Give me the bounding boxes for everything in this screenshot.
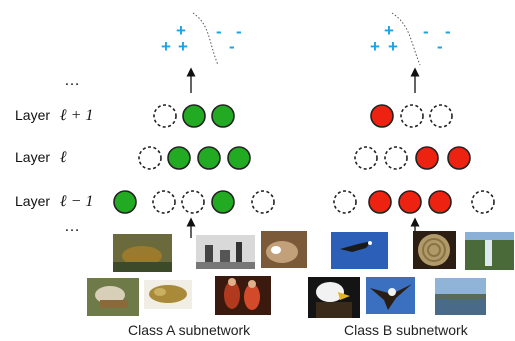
layer-index-middle: ℓ xyxy=(59,149,67,166)
fish-photo xyxy=(113,234,172,272)
active-neuron-class-b xyxy=(398,190,422,214)
inactive-neuron-class-a xyxy=(152,190,176,214)
people-photo xyxy=(215,276,271,315)
caption-class-a: Class A subnetwork xyxy=(128,322,251,338)
sign-plus: + xyxy=(178,37,188,56)
bird-flight-photo xyxy=(331,232,388,269)
sign-plus: + xyxy=(161,37,171,56)
sign-minus: - xyxy=(445,22,451,41)
active-neuron-class-a xyxy=(211,190,235,214)
cat-photo xyxy=(261,231,307,268)
layer-label-middle: Layer ℓ xyxy=(15,149,67,167)
layer-label-upper: Layer ℓ + 1 xyxy=(15,107,93,125)
sign-minus: - xyxy=(216,22,222,41)
active-neuron-class-a xyxy=(211,104,235,128)
basket-photo xyxy=(413,231,456,269)
layer-word: Layer xyxy=(15,149,51,165)
seascape-photo xyxy=(435,278,486,315)
active-neuron-class-a xyxy=(182,104,206,128)
inactive-neuron-class-a xyxy=(153,104,177,128)
layer-index-lower: ℓ − 1 xyxy=(59,193,94,210)
fish2-photo xyxy=(144,280,192,309)
active-neuron-class-a xyxy=(227,146,251,170)
decision-boundary-a xyxy=(192,12,219,66)
waterfall-photo xyxy=(465,232,514,270)
inactive-neuron-class-b xyxy=(384,146,408,170)
inactive-neuron-class-b xyxy=(333,190,357,214)
active-neuron-class-a xyxy=(113,190,137,214)
example-photos xyxy=(87,231,514,318)
active-neuron-class-a xyxy=(197,146,221,170)
inactive-neuron-class-b xyxy=(429,104,453,128)
active-neuron-class-b xyxy=(428,190,452,214)
active-neuron-class-b xyxy=(447,146,471,170)
active-neuron-class-a xyxy=(167,146,191,170)
inactive-neuron-class-a xyxy=(181,190,205,214)
eagle2-photo xyxy=(366,277,415,314)
inactive-neuron-class-b xyxy=(400,104,424,128)
active-neuron-class-b xyxy=(370,104,394,128)
sign-minus: - xyxy=(236,22,242,41)
inactive-neuron-class-a xyxy=(138,146,162,170)
active-neuron-class-b xyxy=(368,190,392,214)
ellipsis-bottom: … xyxy=(64,218,81,235)
sign-minus: - xyxy=(229,37,235,56)
sign-plus: + xyxy=(388,37,398,56)
layer-word: Layer xyxy=(15,107,51,123)
dog-fish-photo xyxy=(87,278,139,316)
factory-photo xyxy=(196,235,255,269)
layer-label-lower: Layer ℓ − 1 xyxy=(15,193,93,211)
layer-index-upper: ℓ + 1 xyxy=(59,107,94,124)
layer-word: Layer xyxy=(15,193,51,209)
caption-class-b: Class B subnetwork xyxy=(344,322,468,338)
class-signs: + + + - - - + + + - - - xyxy=(161,21,451,56)
sign-minus: - xyxy=(437,37,443,56)
ellipsis-top: … xyxy=(64,72,81,89)
sign-minus: - xyxy=(423,22,429,41)
sign-plus: + xyxy=(370,37,380,56)
inactive-neuron-class-b xyxy=(471,190,495,214)
inactive-neuron-class-a xyxy=(251,190,275,214)
active-neuron-class-b xyxy=(415,146,439,170)
sign-plus: + xyxy=(176,21,186,40)
sign-plus: + xyxy=(384,21,394,40)
decision-boundary-b xyxy=(391,12,421,66)
inactive-neuron-class-b xyxy=(354,146,378,170)
neuron-layers xyxy=(113,104,495,214)
eagle-photo xyxy=(308,277,360,318)
decision-boundaries xyxy=(192,12,421,66)
